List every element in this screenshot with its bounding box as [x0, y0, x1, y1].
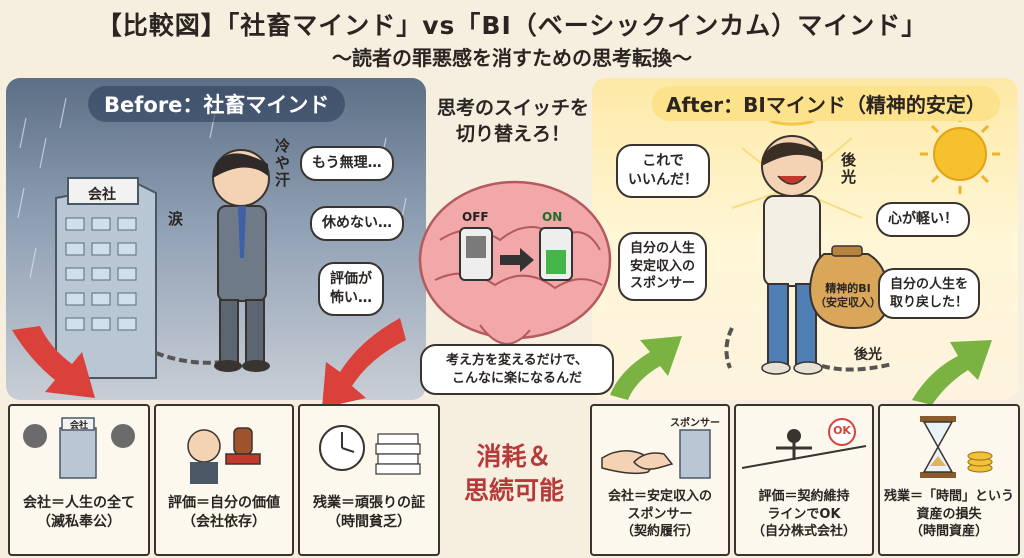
bubble-fear-evaluation: 評価が 怖い… — [318, 262, 384, 316]
center-keyword: 消耗＆ 思続可能 — [463, 442, 564, 505]
switch-title: 思考のスイッチを 切り替えろ！ — [436, 97, 589, 145]
switch-arrow-icon — [500, 248, 534, 272]
tears-label: 涙 — [168, 210, 184, 228]
page-subtitle: 〜読者の罪悪感を消すための思考転換〜 — [332, 46, 692, 70]
broken-chain-left-icon — [724, 327, 734, 369]
box-evaluation-self-worth: 評価＝自分の価値 （会社依存） — [154, 404, 294, 556]
clock-paperwork-icon — [319, 425, 421, 475]
ok-icon-label: OK — [833, 424, 851, 437]
bubble-took-back-life: 自分の人生を 取り戻した！ — [878, 268, 981, 320]
red-arrow-left-icon — [12, 326, 95, 398]
handshake-sponsor-icon — [601, 429, 711, 479]
before-header: Before：社畜マインド — [88, 86, 346, 122]
box-overtime-proof: 残業＝頑張りの証 （時間貧乏） — [298, 404, 440, 556]
office-building-icon — [55, 177, 157, 379]
halo-label-bottom: 後光 — [854, 347, 882, 363]
bubble-this-is-fine: これで いいんだ！ — [616, 144, 710, 198]
bubble-sponsor: 自分の人生 安定収入の スポンサー — [618, 232, 708, 301]
box-company-all-life: 会社 会社＝人生の全て （滅私奉公） — [8, 404, 150, 556]
broken-chain-right-icon — [821, 362, 893, 372]
rain-icon — [17, 97, 407, 279]
box-contract-text: 評価＝契約維持 ラインでOK （自分株式会社） — [751, 489, 856, 540]
sweat-label: 冷や汗 — [273, 138, 291, 189]
box-evaluation-text: 評価＝自分の価値 （会社依存） — [168, 495, 280, 530]
bubble-cant-rest: 休めない… — [310, 206, 404, 241]
happy-man-icon — [761, 135, 823, 375]
green-arrow-left-icon — [610, 336, 682, 400]
bubble-no-more: もう無理… — [300, 146, 394, 181]
company-stress-icon — [23, 417, 135, 479]
sun-icon — [920, 114, 1000, 194]
after-header: After：BIマインド（精神的安定） — [652, 86, 1000, 121]
page-title: 【比較図】「社畜マインド」vs「BI（ベーシックインカム）マインド」 — [96, 11, 928, 40]
box-company-text: 会社＝人生の全て （滅私奉公） — [23, 495, 135, 530]
after-scene — [724, 110, 1000, 375]
halo-label-top: 後光 — [839, 152, 857, 186]
building-label: 会社 — [88, 187, 116, 203]
brain-switch-illustration — [418, 180, 612, 345]
caption-bubble: 考え方を変えるだけで、 こんなに楽になるんだ — [420, 344, 614, 396]
box-overtime-text: 残業＝頑張りの証 （時間貧乏） — [313, 495, 425, 530]
on-switch-icon — [539, 227, 573, 281]
box-overtime-time-asset: 残業＝「時間」という 資産の損失 （時間資産） — [878, 404, 1020, 556]
bubble-light-heart: 心が軽い！ — [876, 202, 970, 237]
bag-label: 精神的BI （安定収入） — [815, 282, 881, 310]
company-icon-label: 会社 — [69, 421, 88, 431]
green-arrow-right-icon — [912, 340, 992, 405]
before-scene — [17, 97, 407, 379]
box-time-asset-text: 残業＝「時間」という 資産の損失 （時間資産） — [883, 489, 1014, 540]
red-arrow-center-icon — [322, 318, 406, 408]
sponsor-icon-label: スポンサー — [670, 418, 720, 429]
off-label: OFF — [462, 210, 489, 224]
tired-salaryman-icon — [212, 149, 270, 372]
box-sponsor-text: 会社＝安定収入の スポンサー （契約履行） — [607, 489, 712, 540]
hourglass-coins-icon — [920, 416, 993, 478]
box-company-sponsor: スポンサー 会社＝安定収入の スポンサー （契約履行） — [590, 404, 730, 556]
off-switch-icon — [459, 227, 493, 281]
box-evaluation-contract: OK 評価＝契約維持 ラインでOK （自分株式会社） — [734, 404, 874, 556]
stamp-pressure-icon — [187, 427, 261, 484]
on-label: ON — [542, 210, 563, 224]
tightrope-ok-icon — [741, 418, 867, 469]
